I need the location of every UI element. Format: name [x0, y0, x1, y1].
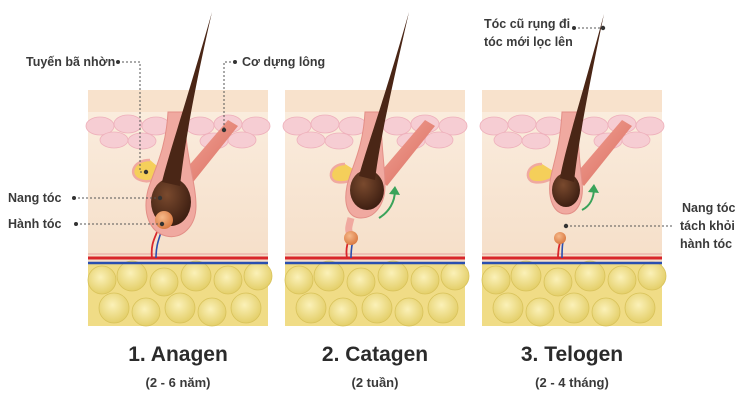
hair-shaft — [162, 12, 212, 186]
stage-duration-telogen: (2 - 4 tháng) — [535, 375, 609, 390]
panel-anagen — [85, 12, 273, 327]
leader-lines — [72, 25, 672, 229]
stage-duration-catagen: (2 tuần) — [352, 375, 399, 390]
label-detached-line2: tách khỏi — [680, 219, 735, 233]
dermal-papilla — [155, 211, 173, 229]
label-bulb: Hành tóc — [8, 217, 62, 231]
fat-cells — [87, 260, 273, 327]
stage-title-telogen: 3. Telogen — [521, 343, 623, 366]
label-detached-line1: Nang tóc — [682, 201, 736, 215]
panel-telogen — [479, 14, 667, 327]
panel-catagen — [282, 12, 470, 327]
label-shed-line2: tóc mới lọc lên — [484, 35, 573, 49]
label-erector-muscle: Cơ dựng lông — [242, 55, 325, 69]
label-follicle: Nang tóc — [8, 191, 62, 205]
label-shed-line1: Tóc cũ rụng đi — [484, 17, 570, 31]
label-sebaceous-gland: Tuyến bã nhờn — [26, 55, 115, 69]
epidermis-layer — [88, 90, 268, 112]
stage-title-anagen: 1. Anagen — [128, 343, 228, 366]
stage-duration-anagen: (2 - 6 năm) — [145, 375, 210, 390]
stage-title-catagen: 2. Catagen — [322, 343, 428, 366]
label-detached-line3: hành tóc — [680, 237, 732, 251]
erector-muscle — [180, 120, 238, 186]
